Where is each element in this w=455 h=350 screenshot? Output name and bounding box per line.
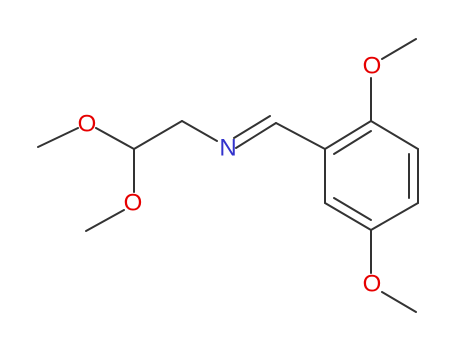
ring-methoxy-oxygen-bottom-label: O (363, 271, 382, 298)
acetal-oxygen-top-label: O (78, 111, 97, 138)
bond-layer (37, 38, 419, 313)
acetal-carbon-to-ch2-bond (133, 120, 183, 150)
acetal-oxygen-bottom-to-methyl-bond (85, 209, 125, 232)
methoxy-bottom-to-methyl-bond (381, 291, 417, 313)
atom-label-layer: N O O O O (78, 53, 382, 298)
ring-bond-c4-c5 (370, 202, 419, 231)
acetal-oxygen-top-to-carbon-bond (95, 127, 135, 150)
ring-inner-double-bond-3 (333, 197, 372, 221)
methyl-to-acetal-oxygen-top-bond (37, 127, 79, 148)
imine-carbon-to-ring-bond (275, 122, 326, 150)
methoxy-top-to-methyl-bond (381, 38, 417, 60)
ring-methoxy-oxygen-top-label: O (363, 53, 382, 80)
ring-bond-c1-c2 (324, 120, 372, 150)
imine-double-bond-second-line (233, 115, 271, 139)
ring-inner-double-bond-1 (333, 130, 372, 155)
ring-bond-c2-c3 (370, 120, 419, 150)
ch2-to-nitrogen-bond (181, 120, 218, 142)
nitrogen-atom-label: N (219, 135, 236, 162)
nitrogen-to-imine-carbon-bond (235, 122, 277, 149)
ring-bond-c5-c6 (324, 202, 372, 231)
acetal-oxygen-bottom-label: O (124, 190, 143, 217)
